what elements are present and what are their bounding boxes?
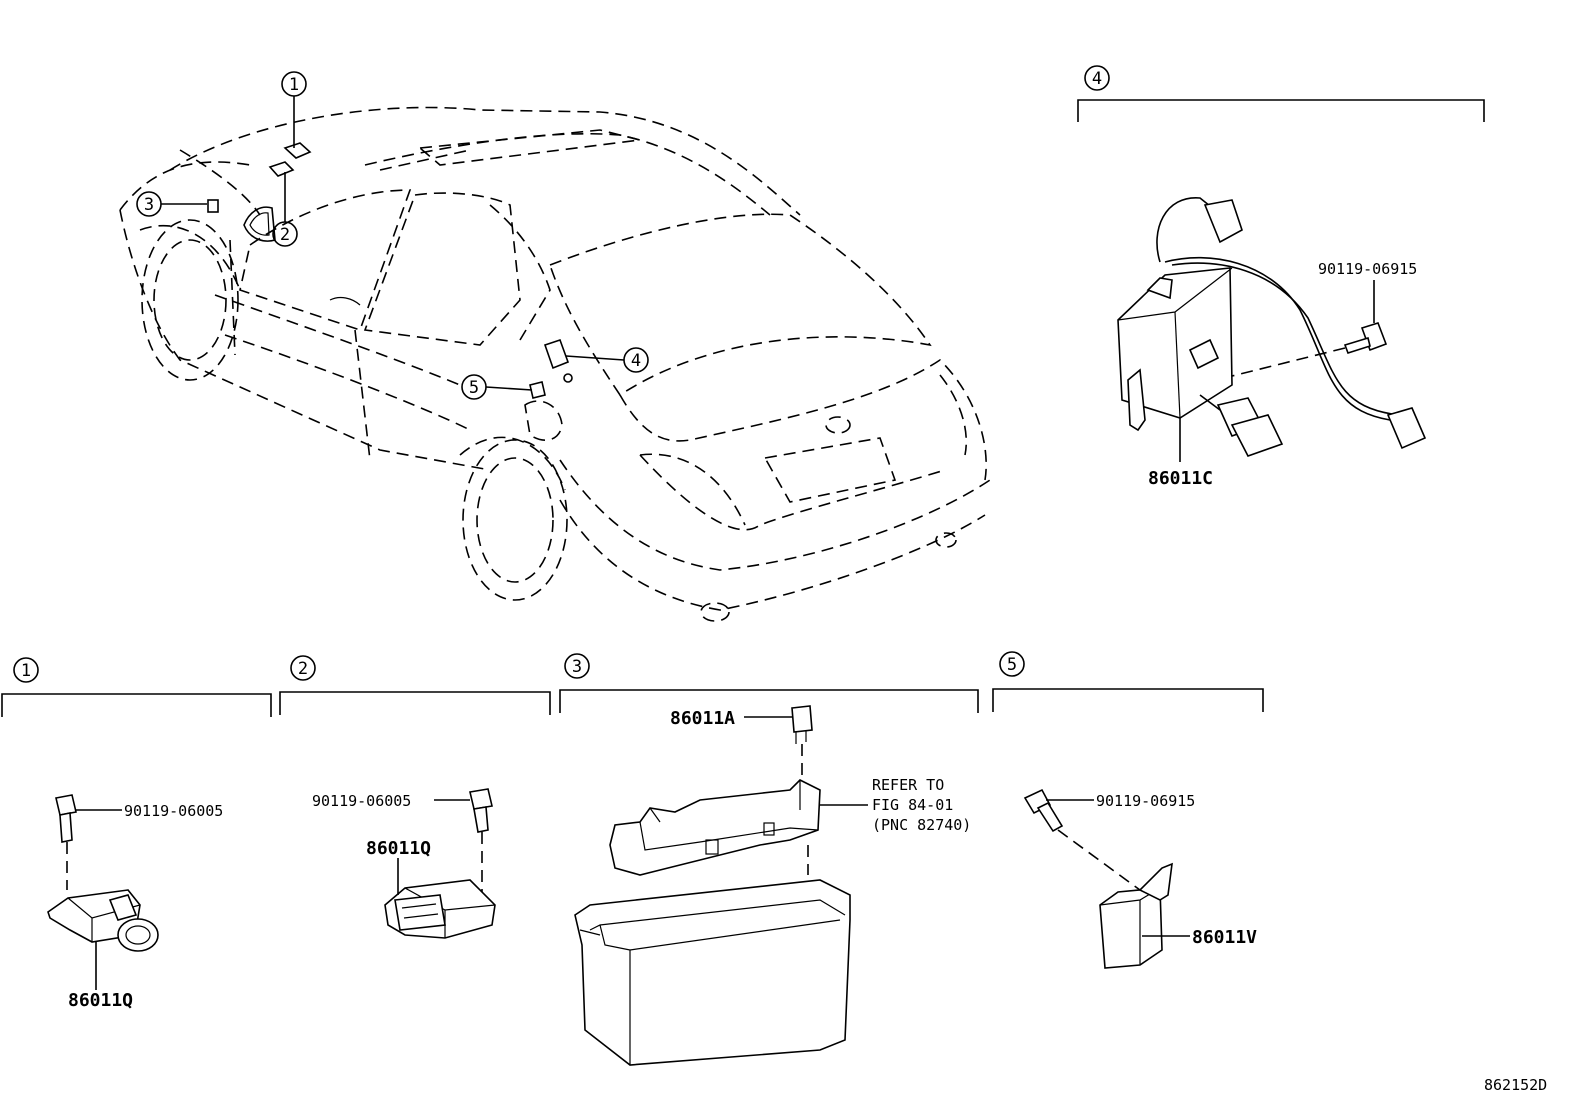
svg-text:5: 5 (1007, 655, 1017, 675)
part-86011V-label: 86011V (1192, 927, 1257, 948)
part-86011C-label: 86011C (1148, 468, 1213, 489)
svg-text:1: 1 (289, 75, 299, 95)
part-86011A-label: 86011A (670, 708, 735, 729)
svg-text:1: 1 (21, 661, 31, 681)
callout-2: 2 (272, 172, 298, 247)
svg-text:4: 4 (1092, 69, 1102, 89)
bolt-90119-06915-label-s4: 90119-06915 (1318, 260, 1417, 278)
part-86011Q-label-s2: 86011Q (366, 838, 431, 859)
svg-text:4: 4 (631, 351, 641, 371)
section-1: 1 90119-06005 86011Q (1, 657, 272, 1011)
bolt-90119-06005-label-s1: 90119-06005 (124, 802, 223, 820)
callout-1: 1 (281, 71, 307, 148)
bolt-90119-06915-label-s5: 90119-06915 (1096, 792, 1195, 810)
svg-text:2: 2 (280, 225, 290, 245)
svg-text:5: 5 (469, 378, 479, 398)
section-3: 3 86011A REFER TO FIG 84-01 (PNC 82740) (559, 653, 979, 1066)
vehicle-part-markers (207, 142, 573, 399)
callout-3: 3 (136, 191, 207, 217)
svg-text:2: 2 (298, 659, 308, 679)
section-2: 2 90119-06005 86011Q (279, 655, 551, 939)
callout-5: 5 (461, 374, 533, 400)
svg-text:3: 3 (572, 657, 582, 677)
vehicle-outline (119, 106, 991, 622)
part-86011Q-label-s1: 86011Q (68, 990, 133, 1011)
bolt-90119-06005-label-s2: 90119-06005 (312, 792, 411, 810)
svg-text:3: 3 (144, 195, 154, 215)
callout-4: 4 (565, 347, 649, 373)
refer-line-1: REFER TO (872, 776, 944, 794)
section-4: 4 90119-06915 86011C (1077, 65, 1485, 489)
refer-line-3: (PNC 82740) (872, 816, 971, 834)
section-5: 5 90119-06915 86011V (992, 651, 1264, 969)
refer-line-2: FIG 84-01 (872, 796, 953, 814)
figure-code: 862152D (1484, 1076, 1547, 1094)
